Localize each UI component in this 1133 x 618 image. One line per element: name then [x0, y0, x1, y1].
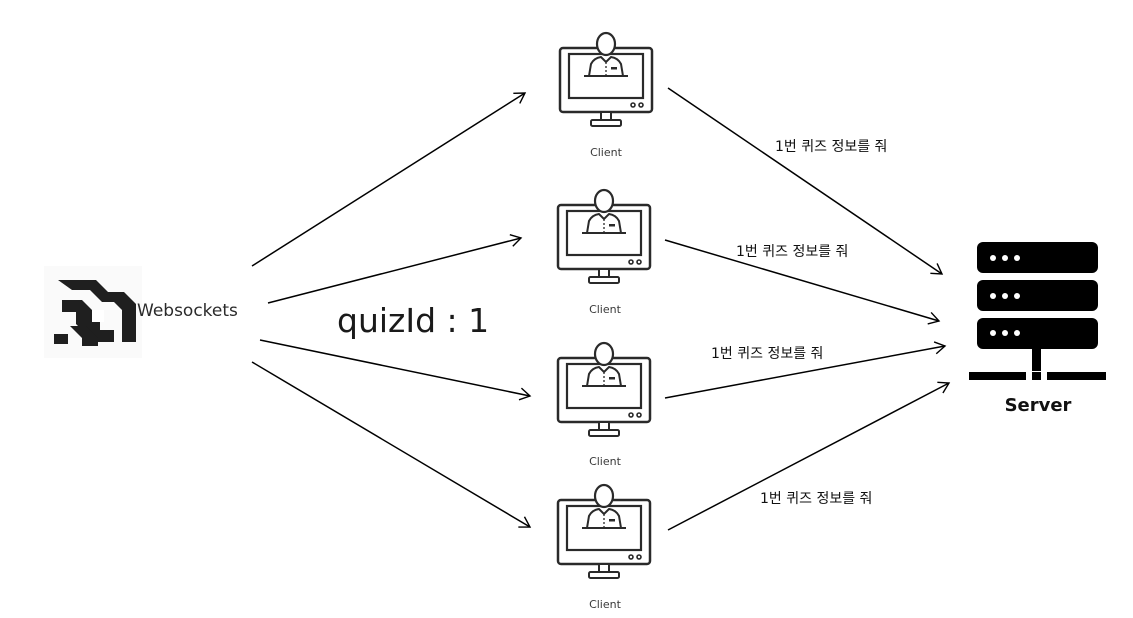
client-node-1: Client [552, 24, 660, 159]
request-label-4: 1번 퀴즈 정보를 줘 [760, 491, 872, 507]
arrow-client-1-to-server [667, 87, 944, 275]
websocket-logo-icon [44, 266, 142, 358]
client-label: Client [589, 598, 622, 611]
arrow-client-4-to-server [667, 381, 951, 531]
arrow-ws-to-client-3 [259, 339, 532, 401]
arrow-client-2-to-server [664, 239, 941, 325]
client-node-3: Client [550, 334, 658, 468]
client-label: Client [589, 455, 622, 468]
server-label: Server [1005, 395, 1072, 416]
client-label: Client [590, 146, 623, 159]
computer-user-icon [550, 476, 658, 600]
arrow-client-3-to-server [664, 341, 947, 399]
request-label-2: 1번 퀴즈 정보를 줘 [736, 244, 848, 260]
arrow-ws-to-client-4 [251, 361, 532, 528]
computer-user-icon [550, 334, 658, 458]
request-label-3: 1번 퀴즈 정보를 줘 [711, 346, 823, 362]
arrow-ws-to-client-1 [251, 92, 527, 267]
request-label-1: 1번 퀴즈 정보를 줘 [775, 139, 887, 155]
client-node-4: Client [550, 476, 658, 611]
server-rack-icon [969, 242, 1106, 380]
computer-user-icon [552, 24, 660, 148]
quiz-id-label: quizId : 1 [337, 301, 489, 340]
websocket-label: Websockets [137, 301, 238, 321]
client-node-2: Client [550, 181, 658, 316]
arrow-ws-to-client-2 [267, 234, 523, 304]
computer-user-icon [550, 181, 658, 305]
client-label: Client [589, 303, 622, 316]
